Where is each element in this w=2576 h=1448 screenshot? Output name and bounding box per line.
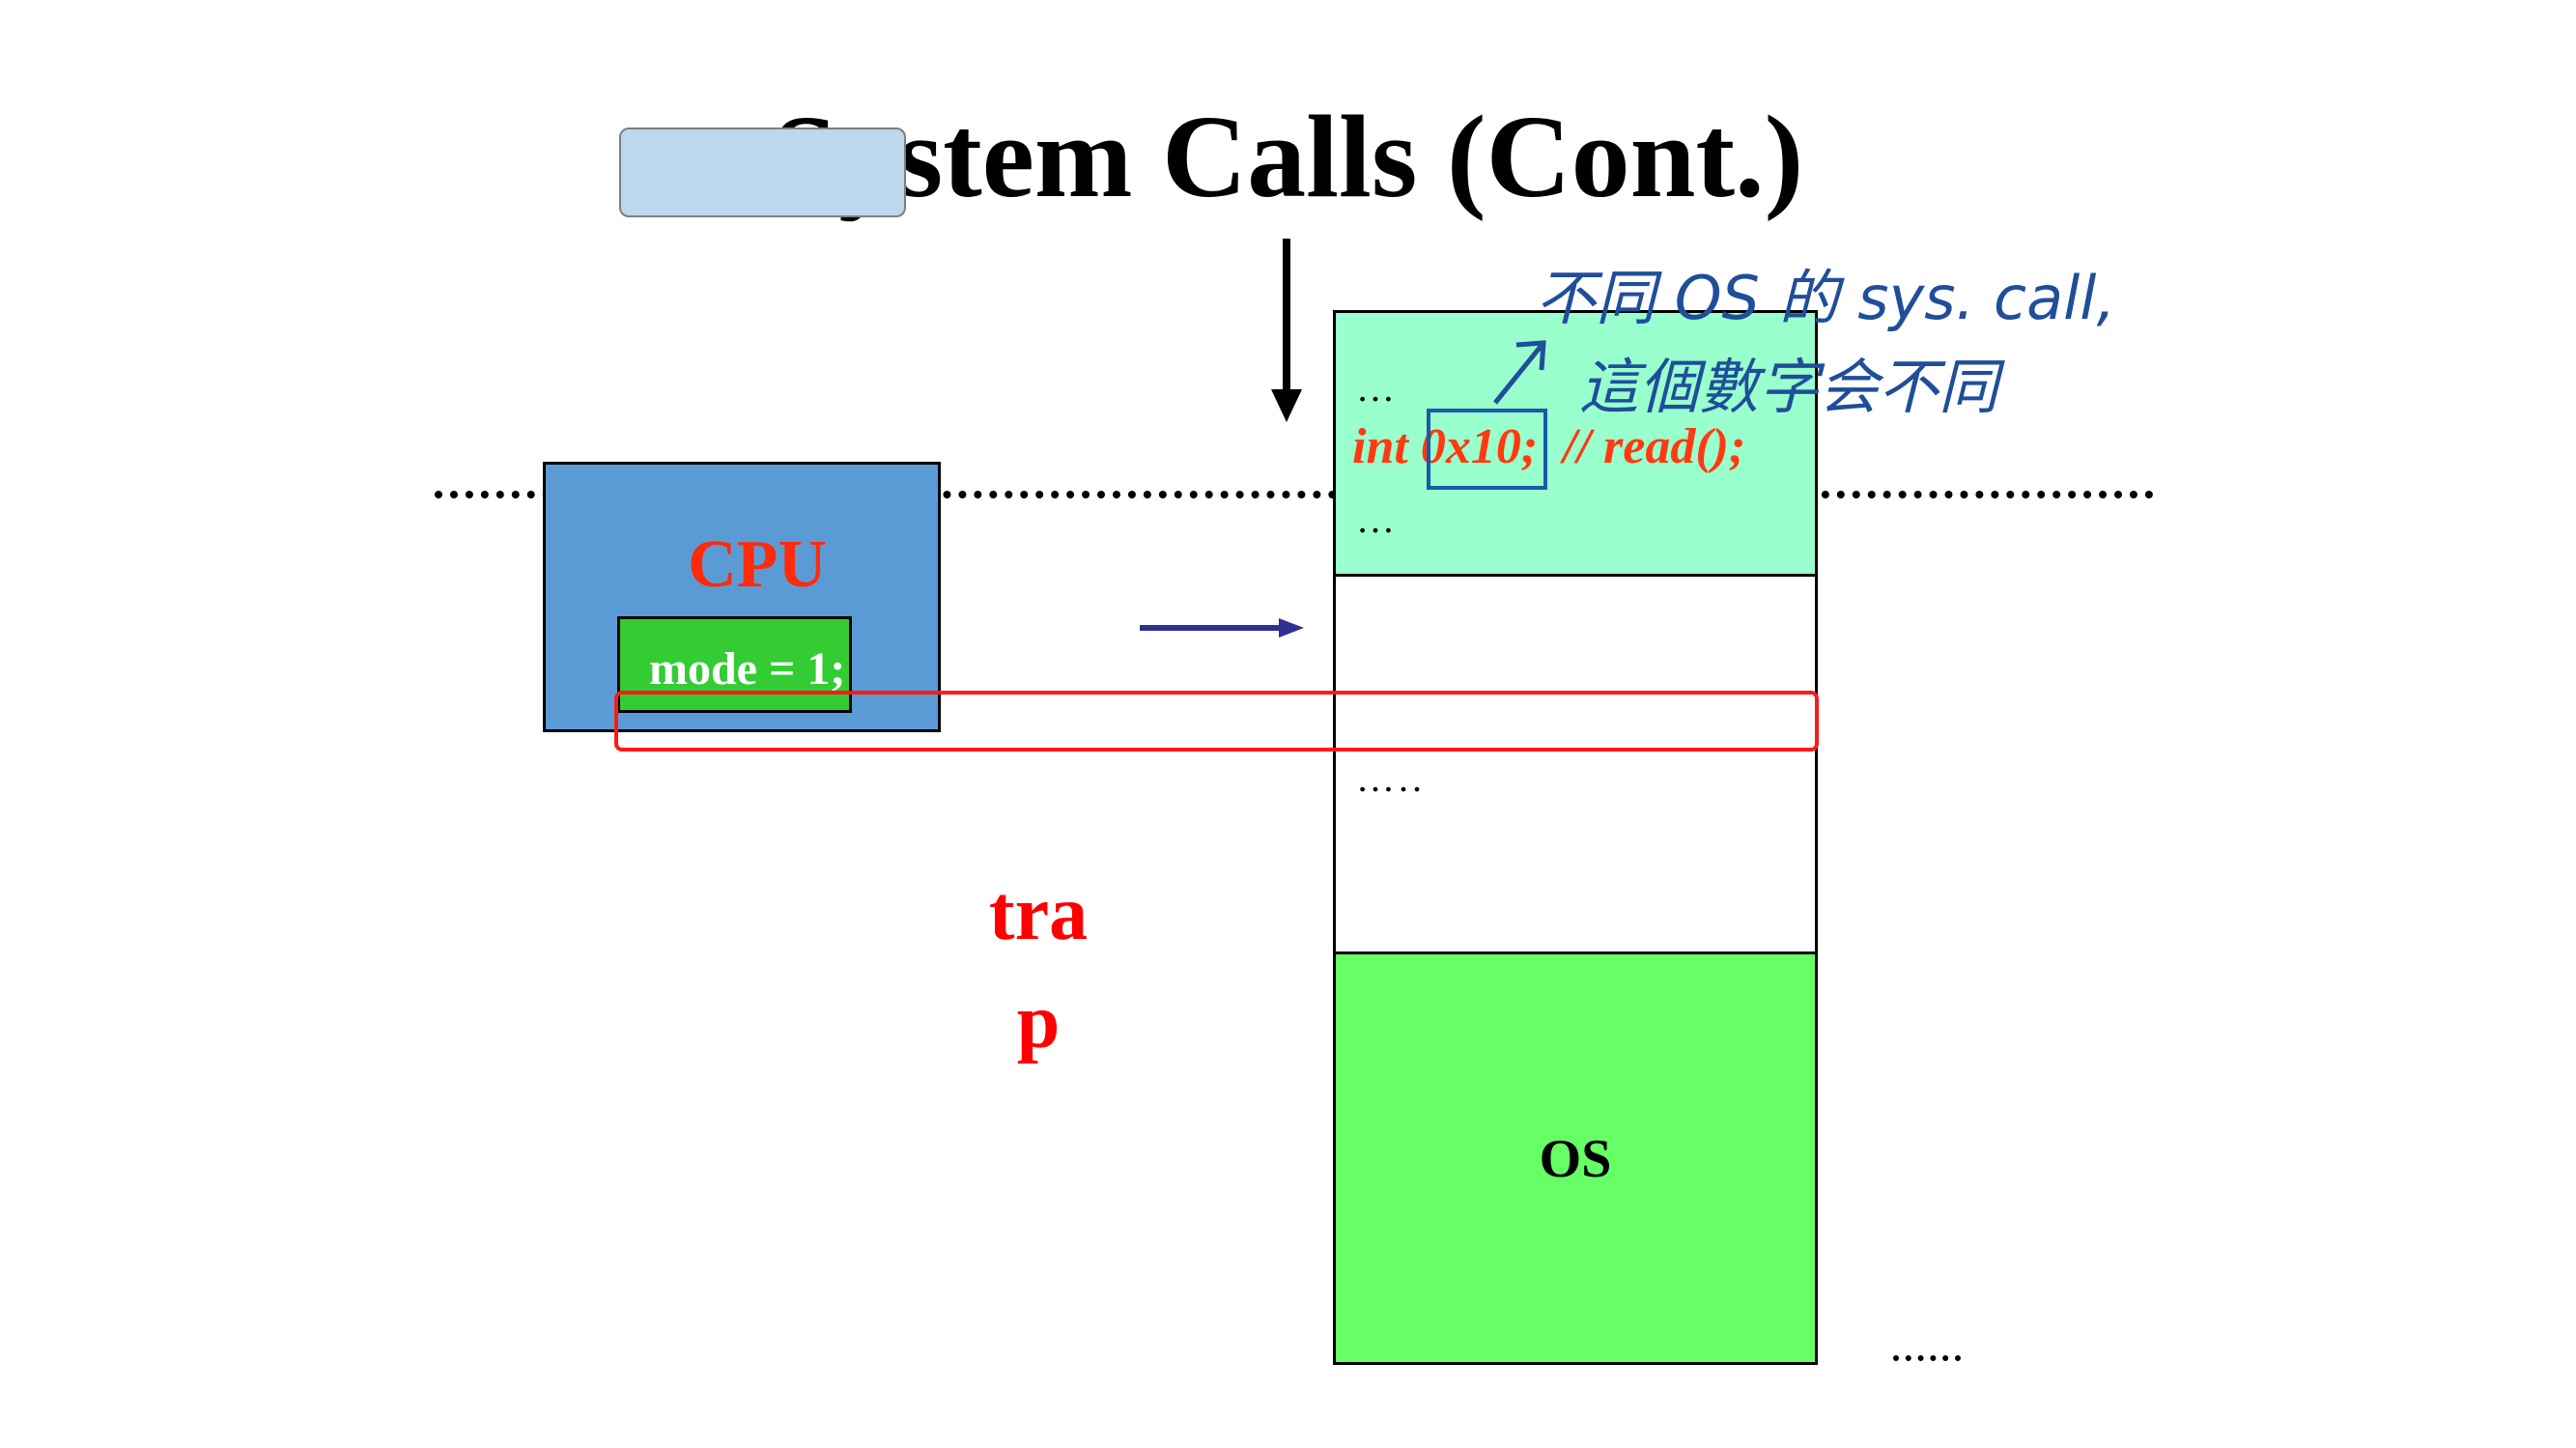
down-arrow-icon xyxy=(1271,239,1302,422)
os-label: OS xyxy=(1539,1129,1612,1189)
cpu-label: CPU xyxy=(688,527,827,602)
mode-register-box xyxy=(617,616,852,713)
trap-label-line2: p xyxy=(1016,980,1061,1065)
trap-label-line1: tra xyxy=(988,871,1089,956)
small-dotted-mark xyxy=(1893,1355,1961,1361)
user-program-region xyxy=(1333,310,1818,577)
mode-register-label: mode = 1; xyxy=(649,643,846,695)
title-cover-box xyxy=(619,128,906,217)
memory-ellipsis-bottom: … xyxy=(1356,497,1399,541)
annotation-line-2: 這個數字会不同 xyxy=(1579,352,1999,422)
slide-title: System Calls (Cont.) xyxy=(772,92,1804,222)
right-arrow-icon xyxy=(1140,618,1304,638)
memory-middle-region xyxy=(1333,574,1818,954)
mode-boundary-line xyxy=(435,491,2154,498)
syscall-number-highlight xyxy=(1427,409,1547,490)
memory-ellipsis-middle: ….. xyxy=(1356,756,1426,800)
syscall-code-line: int 0x10; // read(); xyxy=(1352,419,1746,474)
trap-label: tra p xyxy=(927,860,1149,1076)
os-region xyxy=(1333,951,1818,1365)
annotation-line-1: 不同 OS 的 sys. call, xyxy=(1536,263,2116,333)
annotation-arrow-icon xyxy=(1493,340,1546,405)
mode-highlight-rect xyxy=(614,691,1819,752)
memory-ellipsis-top: … xyxy=(1356,366,1399,410)
